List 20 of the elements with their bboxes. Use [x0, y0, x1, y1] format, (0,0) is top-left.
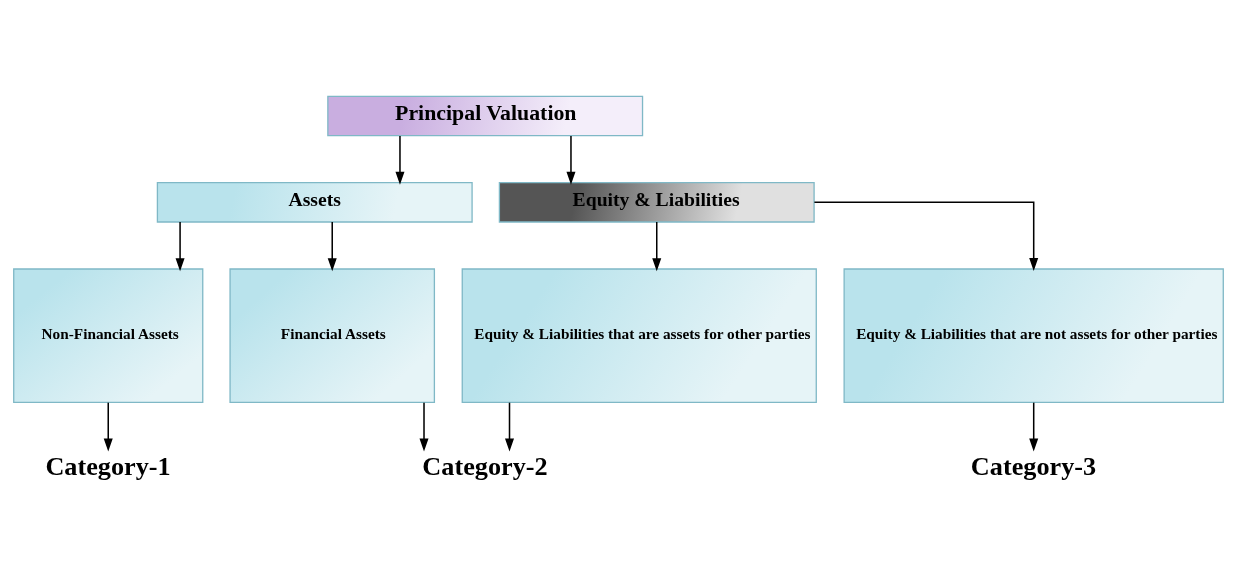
node-text: Category-1	[45, 451, 171, 481]
node-box: Non-Financial Assets	[13, 267, 204, 403]
arrow	[327, 220, 337, 271]
arrow	[419, 401, 429, 451]
arrow	[566, 134, 576, 185]
node-box: Equity & Liabilities that are not assets for other parties	[843, 267, 1224, 403]
arrow	[103, 401, 113, 451]
arrow	[813, 201, 1039, 271]
arrow	[505, 401, 515, 451]
arrow	[1029, 401, 1039, 451]
node-box: Equity & Liabilities that are assets for other parties	[461, 267, 817, 403]
arrow	[395, 134, 405, 185]
arrow	[652, 220, 662, 271]
node-box: Assets	[156, 181, 473, 223]
arrow	[175, 220, 185, 271]
node-text: Category-2	[422, 451, 548, 481]
node-box: Equity & Liabilities	[498, 181, 815, 223]
node-box: Principal Valuation	[327, 95, 644, 136]
node-text: Category-3	[970, 451, 1097, 481]
node-box: Financial Assets	[229, 267, 436, 403]
